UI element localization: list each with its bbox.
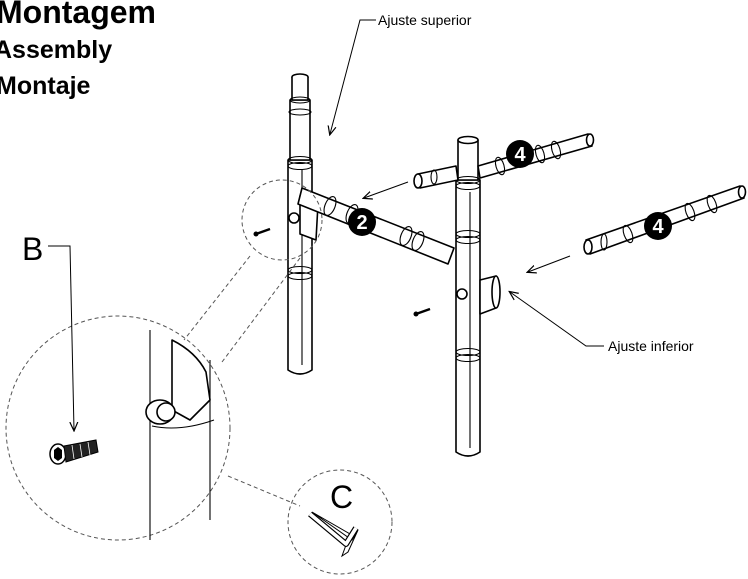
arrow-upper-rail xyxy=(364,181,409,198)
right-leg xyxy=(455,135,501,457)
svg-text:4: 4 xyxy=(652,216,664,238)
leader-b xyxy=(48,245,74,430)
step-marker-4-lower: 4 xyxy=(644,212,672,240)
hex-key-detail xyxy=(287,469,393,575)
detail-link-line-3 xyxy=(227,475,301,507)
title-english: Assembly xyxy=(0,36,113,64)
step-marker-4-upper: 4 xyxy=(506,140,534,168)
rail-part-4-upper xyxy=(413,133,595,189)
detail-zoom xyxy=(5,315,231,541)
label-c: C xyxy=(330,479,353,515)
leader-upper-fit xyxy=(330,19,376,134)
arrow-lower-rail xyxy=(528,255,571,272)
rail-part-2 xyxy=(297,187,455,265)
title-portuguese: Montagem xyxy=(0,0,156,30)
detail-link-line-1 xyxy=(183,255,251,341)
step-marker-2: 2 xyxy=(348,208,376,236)
bolt-small-left xyxy=(253,227,271,237)
label-b: B xyxy=(22,231,43,267)
leader-lower-fit xyxy=(510,292,604,347)
title-spanish: Montaje xyxy=(0,72,91,100)
bolt-small-right xyxy=(413,307,431,317)
detail-source-circle xyxy=(241,179,323,261)
callout-upper-fit: Ajuste superior xyxy=(378,12,472,28)
callout-lower-fit: Ajuste inferior xyxy=(608,338,694,354)
svg-text:4: 4 xyxy=(514,144,526,166)
left-leg xyxy=(287,73,319,375)
detail-link-line-2 xyxy=(221,257,301,363)
svg-text:2: 2 xyxy=(356,212,367,234)
bolt-b xyxy=(49,439,99,465)
